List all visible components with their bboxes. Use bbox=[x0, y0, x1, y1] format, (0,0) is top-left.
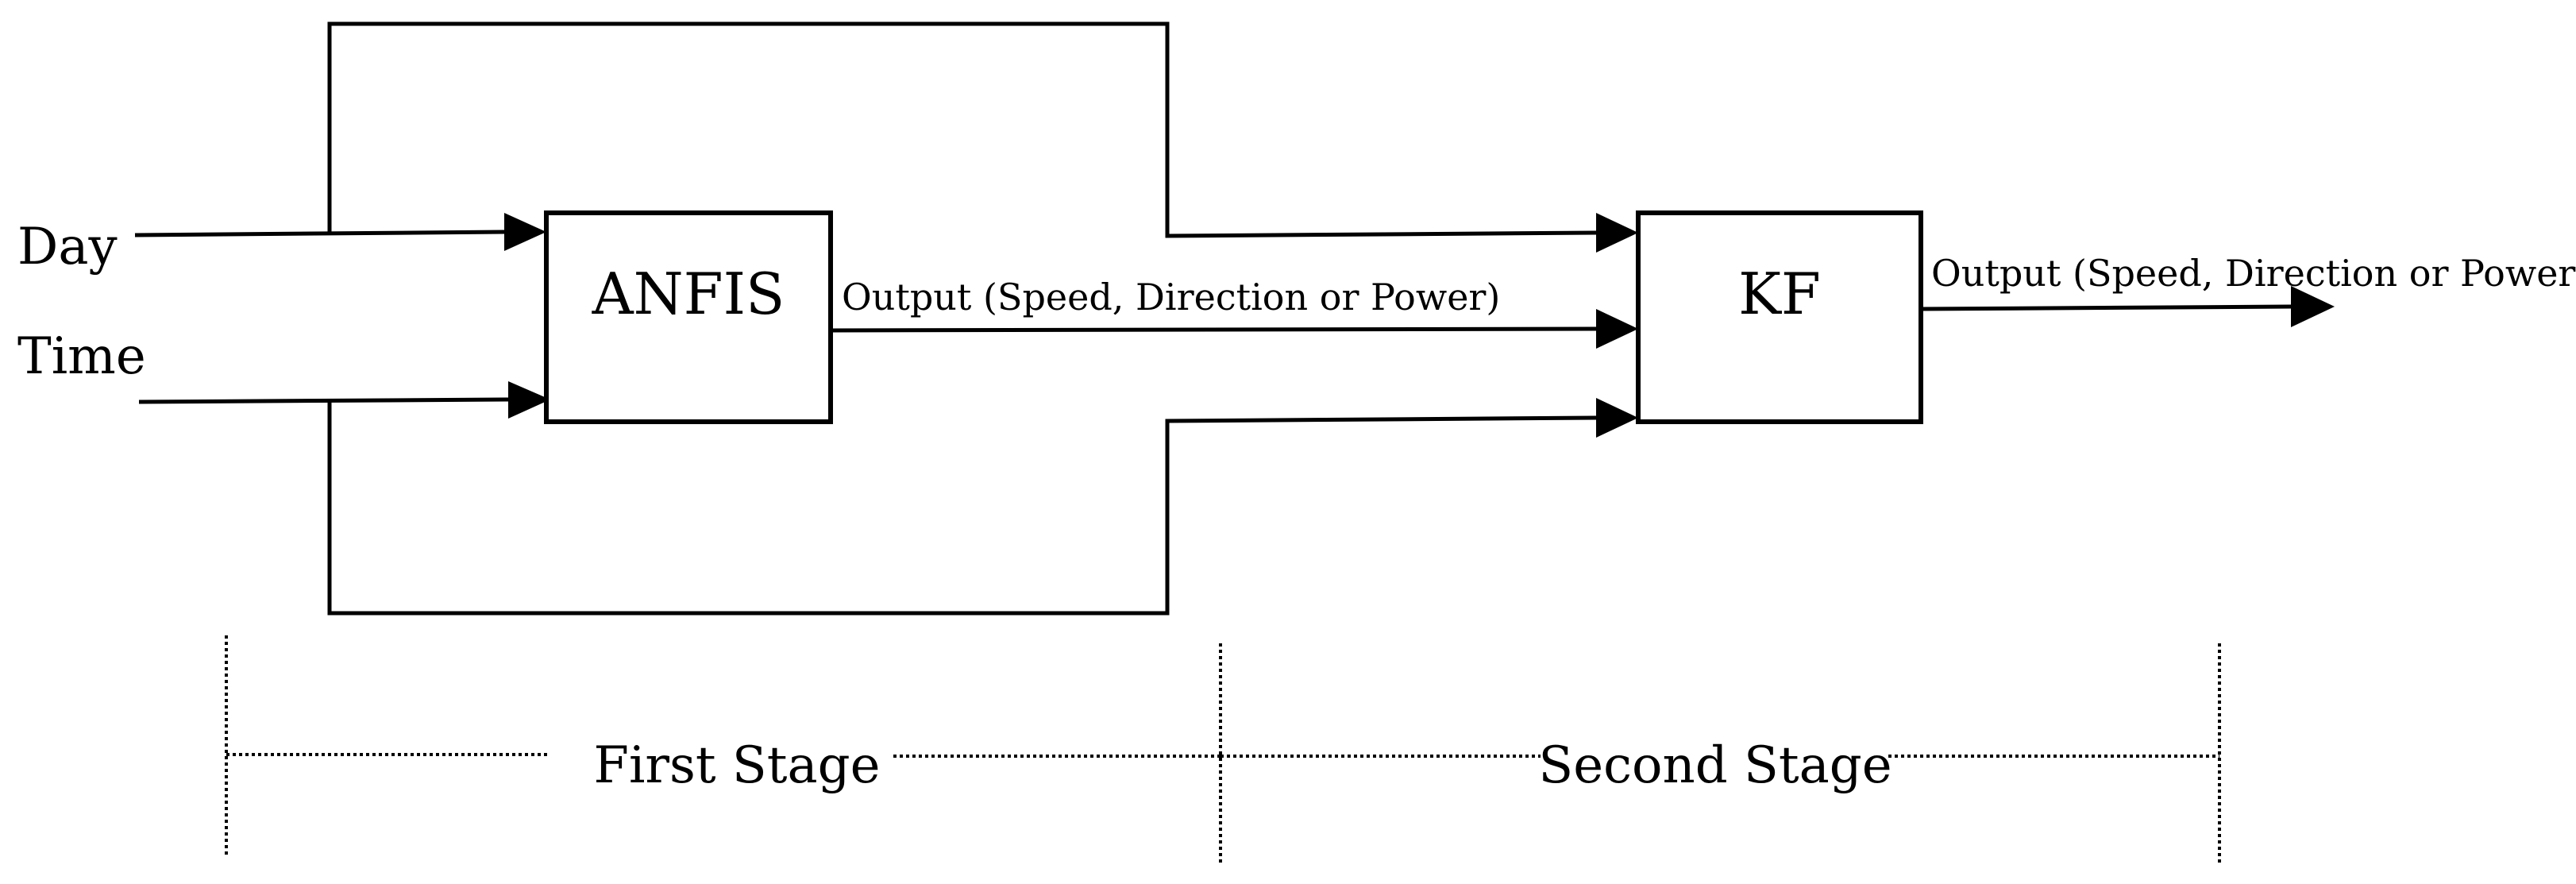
kf-block-label: KF bbox=[1738, 261, 1821, 327]
bypass-bottom-path bbox=[327, 398, 1638, 616]
kf-block bbox=[1636, 210, 1923, 424]
first-stage-label: First Stage bbox=[594, 736, 881, 795]
kf-output-label: Output (Speed, Direction or Power) bbox=[1931, 252, 2576, 295]
input-time-label: Time bbox=[17, 327, 146, 386]
bypass-top-path bbox=[327, 21, 1638, 253]
input-time-line bbox=[138, 381, 550, 419]
anfis-block bbox=[544, 210, 833, 424]
anfis-output-label: Output (Speed, Direction or Power) bbox=[842, 276, 1500, 318]
anfis-output-line bbox=[830, 309, 1638, 349]
anfis-block-label: ANFIS bbox=[592, 261, 785, 327]
second-stage-label: Second Stage bbox=[1538, 736, 1892, 795]
kf-output-line bbox=[1920, 286, 2335, 327]
input-day-line bbox=[134, 213, 546, 251]
input-day-label: Day bbox=[17, 218, 118, 276]
